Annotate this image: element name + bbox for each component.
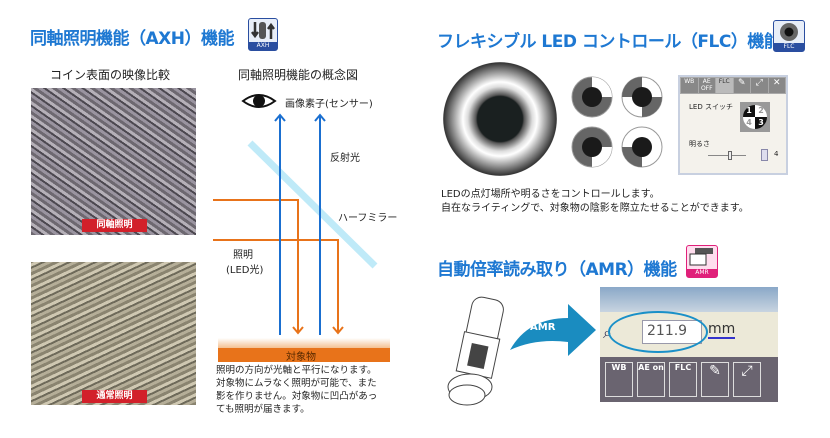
- amr-title: 自動倍率読み取り（AMR）機能: [437, 260, 677, 280]
- pattern-2: [621, 76, 663, 118]
- microscope-illustration: [447, 296, 504, 406]
- axh-title: 同軸照明機能（AXH）機能: [30, 29, 235, 49]
- concept-heading: 同軸照明機能の概念図: [238, 68, 359, 82]
- brightness-spinner[interactable]: [761, 149, 768, 161]
- object-label: 対象物: [286, 352, 316, 363]
- resize-icon[interactable]: ⤢: [751, 78, 768, 93]
- unit-dropdown[interactable]: mm: [708, 321, 736, 339]
- pattern-4: [621, 126, 663, 168]
- flc-description: LEDの点灯場所や明るさをコントロールします。自在なライティングで、対象物の陰影…: [441, 189, 749, 214]
- amr-icon: AMR: [686, 245, 718, 278]
- normal-tag: 通常照明: [82, 390, 147, 403]
- object-bar: [218, 348, 390, 362]
- axh-description: 照明の方向が光軸と平行になります。対象物にムラなく照明が可能で、また影を作りませ…: [216, 365, 378, 415]
- led-switch-label: LED スイッチ: [689, 103, 733, 111]
- flc-button[interactable]: FLC: [669, 362, 697, 397]
- brightness-label: 明るさ: [689, 140, 710, 148]
- flc-button[interactable]: FLC: [716, 78, 733, 93]
- normal-photo: [31, 262, 196, 405]
- led-switch-control[interactable]: 1 2 4 3: [740, 102, 770, 132]
- flc-pattern-diagrams: [571, 76, 663, 168]
- brightness-value: 4: [774, 150, 779, 158]
- illumination-rays: [213, 199, 344, 335]
- coaxial-diagram: [213, 94, 390, 362]
- wrench-icon[interactable]: ✎: [701, 362, 729, 397]
- reflected-rays: [274, 113, 326, 335]
- wb-button[interactable]: WB: [605, 362, 633, 397]
- amr-toolbar: WB AE on FLC ✎ ⤢: [600, 357, 778, 402]
- reflected-label: 反射光: [330, 153, 360, 164]
- pattern-3: [571, 126, 613, 168]
- amr-software-screenshot: ⌕ 211.9 mm WB AE on FLC ✎ ⤢: [600, 287, 778, 402]
- zoom-icon[interactable]: ⌕: [603, 323, 612, 342]
- coaxial-photo: [31, 88, 196, 235]
- eye-icon: [241, 94, 277, 108]
- amr-arrow-label: AMR: [530, 322, 556, 333]
- led-quadrant-2[interactable]: 2: [755, 105, 767, 117]
- wb-button[interactable]: WB: [681, 78, 698, 93]
- ae-on-button[interactable]: AE on: [637, 362, 665, 397]
- light-label: 照明: [233, 250, 253, 261]
- flc-panel-toolbar: WB AE OFF FLC ✎ ⤢ ✕: [680, 77, 786, 94]
- flc-title: フレキシブル LED コントロール（FLC）機能: [437, 32, 781, 52]
- ae-button[interactable]: AE OFF: [698, 78, 715, 93]
- coaxial-tag: 同軸照明: [82, 219, 147, 232]
- half-mirror: [247, 140, 378, 269]
- led-quadrant-1[interactable]: 1: [743, 105, 755, 117]
- led-ring-photo: [443, 62, 557, 176]
- wrench-icon[interactable]: ✎: [733, 78, 750, 93]
- flc-panel: WB AE OFF FLC ✎ ⤢ ✕ LED スイッチ 1 2 4 3 明るさ…: [678, 75, 788, 175]
- led-quadrant-3[interactable]: 3: [755, 117, 767, 129]
- compare-heading: コイン表面の映像比較: [50, 68, 171, 82]
- amr-arrow: [510, 304, 596, 356]
- flc-icon: FLC: [773, 20, 805, 52]
- close-icon[interactable]: ✕: [768, 78, 785, 93]
- brightness-slider[interactable]: [708, 151, 746, 160]
- led-quadrant-4[interactable]: 4: [743, 117, 755, 129]
- half-mirror-label: ハーフミラー: [338, 213, 398, 224]
- axh-icon: AXH: [248, 18, 278, 51]
- sensor-label: 画像素子(センサー): [285, 99, 373, 110]
- highlight-ellipse: [608, 311, 708, 353]
- resize-icon[interactable]: ⤢: [733, 362, 761, 397]
- pattern-1: [571, 76, 613, 118]
- led-light-label: (LED光): [226, 265, 264, 276]
